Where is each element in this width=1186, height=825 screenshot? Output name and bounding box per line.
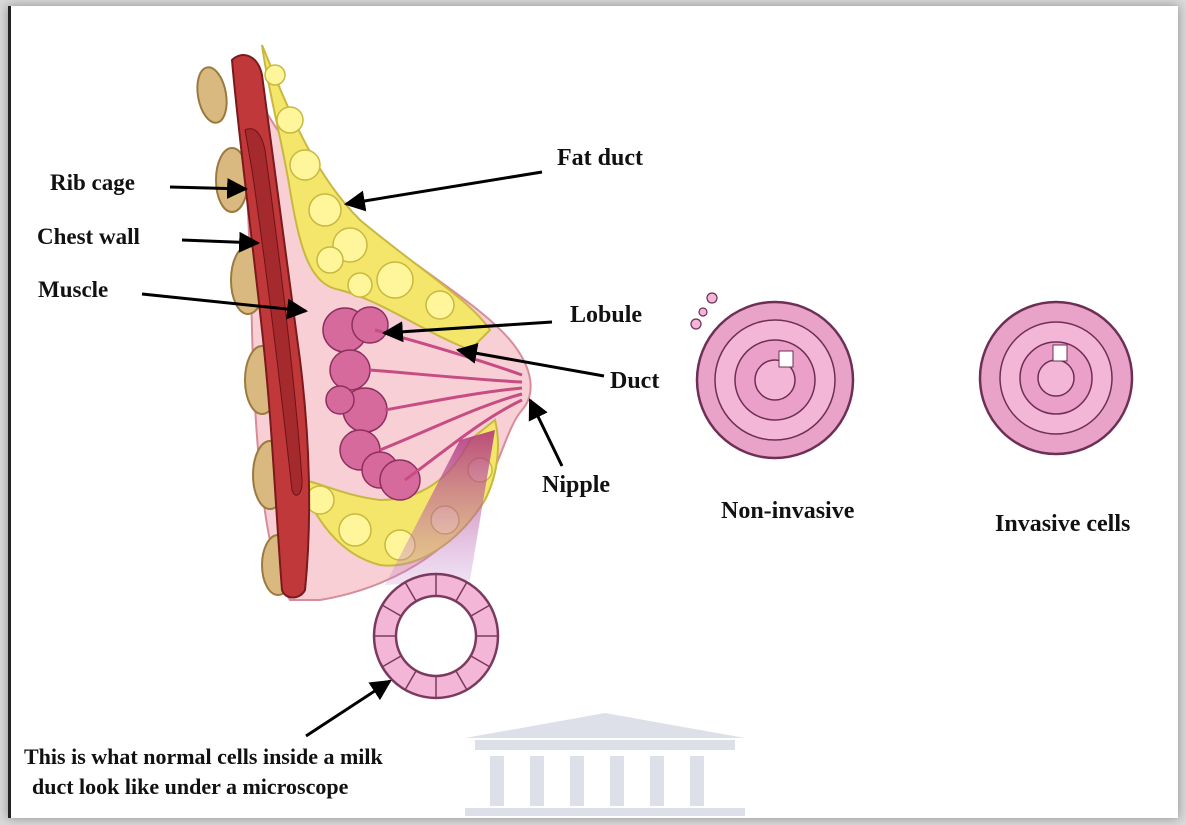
label-chest-wall: Chest wall (37, 224, 140, 250)
label-duct: Duct (610, 368, 659, 395)
caption-line-1: This is what normal cells inside a milk (24, 742, 494, 772)
caption: This is what normal cells inside a milk … (24, 742, 494, 802)
arrow-fat-duct (346, 172, 542, 204)
arrow-normal-cells (306, 681, 390, 736)
breast-cross-section (193, 45, 530, 600)
arrow-nipple (530, 400, 562, 466)
label-rib-cage: Rib cage (50, 170, 135, 196)
non-invasive-cells (691, 293, 853, 458)
arrow-rib-cage (170, 187, 246, 189)
normal-duct-cells (374, 574, 498, 698)
label-muscle: Muscle (38, 277, 108, 303)
label-lobule: Lobule (570, 302, 642, 329)
label-fat-duct: Fat duct (557, 145, 643, 172)
arrow-chest-wall (182, 240, 258, 243)
caption-line-2: duct look like under a microscope (24, 772, 494, 802)
label-non-invasive: Non-invasive (721, 498, 854, 525)
invasive-cells-diagram (980, 302, 1132, 454)
university-building-icon (455, 708, 755, 818)
label-invasive-cells: Invasive cells (995, 511, 1130, 538)
label-nipple: Nipple (542, 472, 610, 499)
